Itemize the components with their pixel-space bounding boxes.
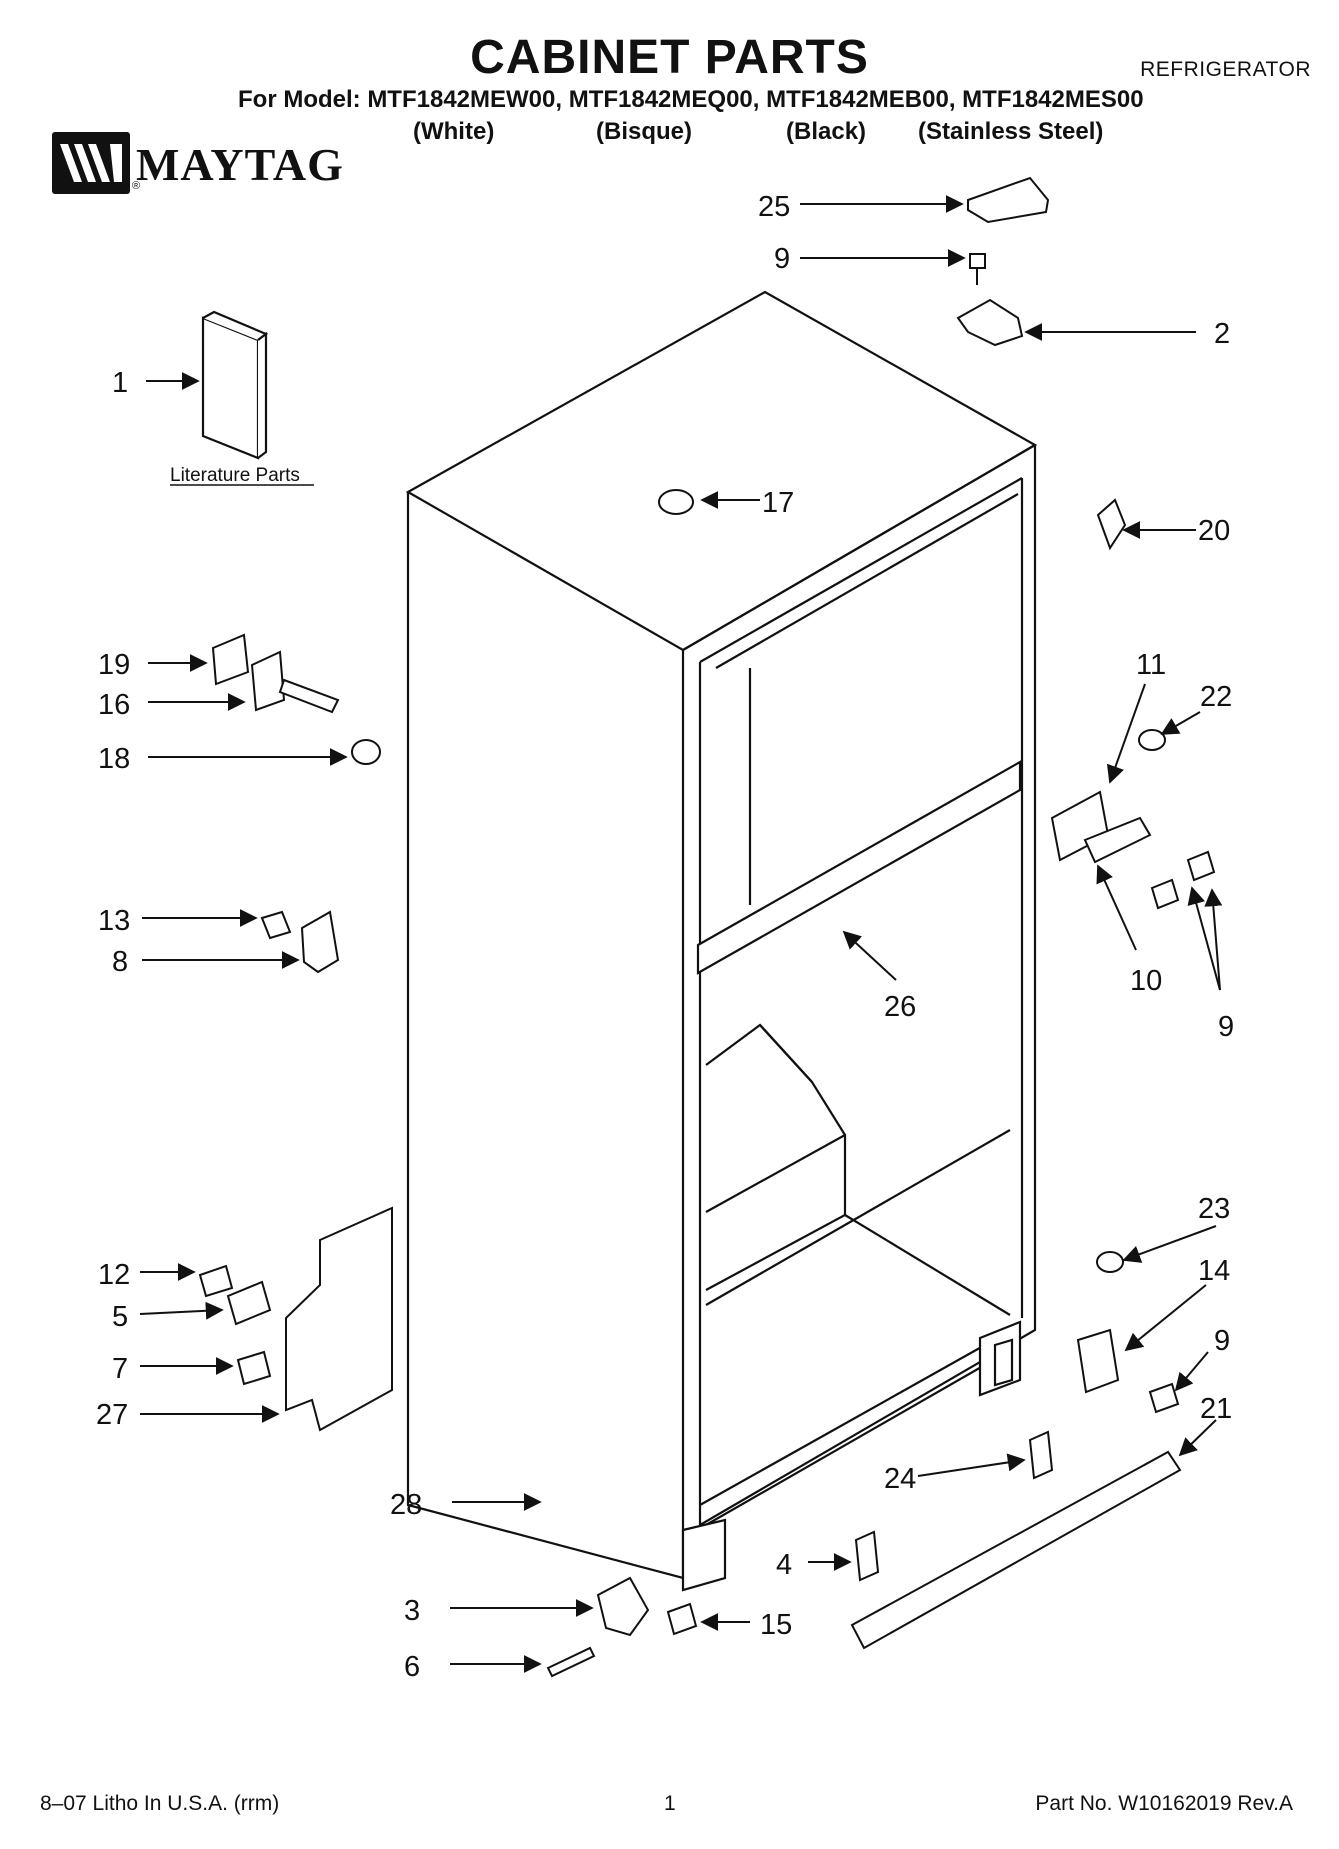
part-hinge-cover	[1096, 498, 1127, 551]
part-washer	[351, 739, 381, 765]
part-bracket-27	[285, 1206, 393, 1432]
footer-print-info: 8–07 Litho In U.S.A. (rrm)	[40, 1792, 280, 1815]
callout-8: 8	[112, 946, 128, 978]
part-screw-15	[666, 1602, 698, 1636]
part-screw-9b	[1150, 878, 1180, 910]
callout-2: 2	[1214, 318, 1230, 350]
part-bracket-8	[300, 910, 340, 974]
part-hinge-pin	[250, 650, 286, 712]
part-screw-7	[236, 1350, 272, 1386]
callout-20: 20	[1198, 515, 1230, 547]
callout-18: 18	[98, 743, 130, 775]
part-literature	[201, 310, 269, 460]
variant-bisque: (Bisque)	[596, 118, 692, 145]
callout-1: 1	[112, 367, 128, 399]
callout-9-lower: 9	[1214, 1325, 1230, 1357]
callout-13: 13	[98, 905, 130, 937]
callout-6: 6	[404, 1651, 420, 1683]
part-leveler-3	[596, 1576, 650, 1637]
callout-10: 10	[1130, 965, 1162, 997]
part-bushing	[211, 633, 250, 686]
brand-logo-mark	[52, 132, 130, 194]
callout-26: 26	[884, 991, 916, 1023]
callout-21: 21	[1200, 1393, 1232, 1425]
callout-22: 22	[1200, 681, 1232, 713]
model-line: For Model: MTF1842MEW00, MTF1842MEQ00, M…	[238, 86, 1144, 113]
variant-white: (White)	[413, 118, 495, 145]
part-screw-9c	[1148, 1382, 1180, 1414]
footer-page-number: 1	[664, 1792, 676, 1815]
callout-24: 24	[884, 1463, 916, 1495]
part-pin-6	[546, 1646, 596, 1678]
page-title: CABINET PARTS	[470, 31, 869, 84]
leader-arrows	[139, 195, 1223, 1673]
callout-5: 5	[112, 1301, 128, 1333]
variant-black: (Black)	[786, 118, 867, 145]
part-washer-23	[1096, 1251, 1124, 1273]
callout-28: 28	[390, 1489, 422, 1521]
part-top-hinge	[956, 298, 1024, 347]
callout-25: 25	[758, 191, 790, 223]
brand-logo-text: MAYTAG	[136, 139, 344, 190]
part-clip-4	[854, 1530, 880, 1582]
callout-14: 14	[1198, 1255, 1230, 1287]
literature-parts-label: Literature Parts	[170, 465, 300, 486]
part-lower-hinge-14	[1076, 1328, 1120, 1394]
brand-logo: MAYTAG ®	[52, 132, 343, 198]
callout-3: 3	[404, 1595, 420, 1627]
callout-9-center: 9	[1218, 1011, 1234, 1043]
part-center-hinge-10	[1083, 816, 1152, 864]
hardware-parts	[198, 176, 1216, 1678]
part-screw-12	[198, 1264, 234, 1298]
part-top-cap	[967, 176, 1050, 224]
callout-17: 17	[762, 487, 794, 519]
document-type: REFRIGERATOR	[1140, 58, 1311, 81]
callout-15: 15	[760, 1609, 792, 1641]
callout-11: 11	[1136, 649, 1166, 681]
part-hinge-pin-shaft	[278, 678, 340, 714]
variant-stainless: (Stainless Steel)	[918, 118, 1104, 145]
brand-registered-mark: ®	[132, 180, 141, 192]
callout-4: 4	[776, 1549, 792, 1581]
cabinet-shell	[405, 290, 1038, 1592]
callout-7: 7	[112, 1353, 128, 1385]
part-washer-22	[1138, 729, 1166, 751]
callout-labels: 1 2 3 4 5 6 7 8 9 9 9 10 11 12 13 14 15 …	[96, 191, 1234, 1683]
callout-9-top: 9	[774, 243, 790, 275]
part-clip-24	[1028, 1430, 1054, 1480]
part-clip-5	[226, 1280, 272, 1326]
part-screw-13	[260, 910, 292, 940]
callout-12: 12	[98, 1259, 130, 1291]
callout-23: 23	[1198, 1193, 1230, 1225]
part-toe-grille	[850, 1450, 1182, 1650]
callout-27: 27	[96, 1399, 128, 1431]
part-plug-button	[658, 489, 694, 515]
footer-part-number: Part No. W10162019 Rev.A	[1035, 1792, 1293, 1815]
callout-19: 19	[98, 649, 130, 681]
part-screw-top	[969, 253, 986, 269]
callout-16: 16	[98, 689, 130, 721]
part-screw-9a	[1186, 850, 1216, 882]
